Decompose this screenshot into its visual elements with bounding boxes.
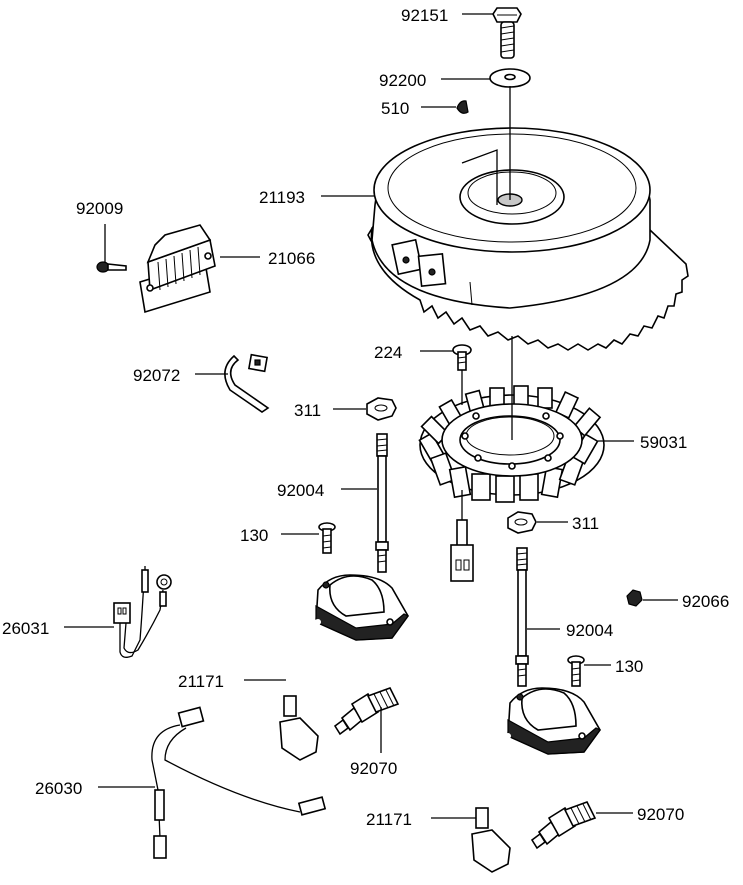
label-130-left: 130 <box>240 526 268 545</box>
part-26030-lead[interactable] <box>151 706 327 859</box>
part-21193-flywheel[interactable] <box>367 86 689 351</box>
label-26030: 26030 <box>35 779 82 798</box>
label-92066: 92066 <box>682 592 729 611</box>
part-92072-clamp[interactable] <box>224 353 270 413</box>
part-311-nut-lower[interactable] <box>507 511 537 534</box>
label-92070-right: 92070 <box>637 805 684 824</box>
label-92004-left: 92004 <box>277 481 324 500</box>
label-59031: 59031 <box>640 433 687 452</box>
part-21171-coil-left[interactable] <box>279 574 409 761</box>
part-130-screw-left[interactable] <box>318 522 336 554</box>
part-59031-stator[interactable] <box>418 336 605 582</box>
label-26031: 26031 <box>2 619 49 638</box>
label-21066: 21066 <box>268 249 315 268</box>
label-510: 510 <box>381 99 409 118</box>
label-92072: 92072 <box>133 366 180 385</box>
label-92070-left: 92070 <box>350 759 397 778</box>
part-510-key[interactable] <box>456 100 469 114</box>
part-224-screw[interactable] <box>452 344 472 371</box>
label-92009: 92009 <box>76 199 123 218</box>
label-21193: 21193 <box>259 188 305 207</box>
part-21171-coil-right[interactable] <box>471 687 601 873</box>
part-26031-harness[interactable] <box>113 566 172 658</box>
label-311-upper: 311 <box>294 401 321 420</box>
part-130-screw-right[interactable] <box>567 655 585 687</box>
part-92070-spark-plug-left[interactable] <box>333 687 400 736</box>
label-21171-left: 21171 <box>178 672 224 691</box>
part-311-nut-upper[interactable] <box>366 397 397 421</box>
part-21066-regulator[interactable] <box>139 224 216 314</box>
part-92200-washer[interactable] <box>489 68 531 88</box>
part-92004-stud-left[interactable] <box>375 433 389 573</box>
label-130-right: 130 <box>615 657 643 676</box>
part-92066-nut[interactable] <box>626 589 643 607</box>
part-92004-stud-right[interactable] <box>515 547 529 687</box>
part-92070-spark-plug-right[interactable] <box>530 801 597 850</box>
part-92151-bolt[interactable] <box>492 7 522 59</box>
label-311-lower: 311 <box>572 514 599 533</box>
part-92009-screw[interactable] <box>96 261 127 273</box>
label-92151: 92151 <box>401 6 448 25</box>
label-92004-right: 92004 <box>566 621 613 640</box>
label-224: 224 <box>374 343 402 362</box>
label-21171-right: 21171 <box>366 810 412 829</box>
label-92200: 92200 <box>379 71 426 90</box>
